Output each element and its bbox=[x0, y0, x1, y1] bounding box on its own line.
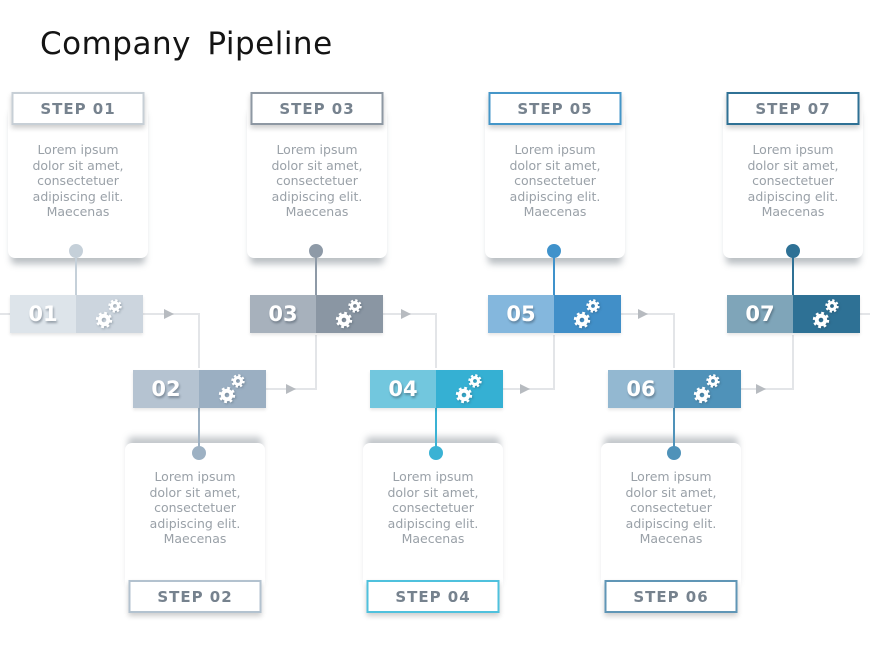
card-connector-04 bbox=[429, 408, 443, 460]
connector-line-03-04 bbox=[383, 313, 437, 368]
pipeline-bar-02: 02 bbox=[133, 370, 266, 408]
pipeline-bar-05: 05 bbox=[488, 295, 621, 333]
gears-icon bbox=[674, 370, 741, 408]
step-05-number: 05 bbox=[488, 295, 554, 333]
step-02-number: 02 bbox=[133, 370, 199, 408]
card-connector-01 bbox=[69, 244, 83, 295]
step-01-description: Lorem ipsum dolor sit amet, consectetuer… bbox=[32, 142, 124, 219]
gears-icon bbox=[793, 295, 860, 333]
gears-icon bbox=[316, 295, 383, 333]
step-01-header: STEP 01 bbox=[11, 92, 145, 125]
card-connector-07 bbox=[786, 244, 800, 295]
step-04-card: Lorem ipsum dolor sit amet, consectetuer… bbox=[363, 443, 503, 613]
step-02-description: Lorem ipsum dolor sit amet, consectetuer… bbox=[149, 469, 241, 546]
step-03-header: STEP 03 bbox=[250, 92, 384, 125]
step-07-number: 07 bbox=[727, 295, 793, 333]
gears-icon bbox=[76, 295, 143, 333]
card-connector-06 bbox=[667, 408, 681, 460]
arrow-right-icon bbox=[164, 309, 174, 319]
card-connector-03 bbox=[309, 244, 323, 295]
arrow-right-icon bbox=[756, 384, 766, 394]
connector-line-02-03 bbox=[266, 335, 317, 390]
step-01-number: 01 bbox=[10, 295, 76, 333]
arrow-right-icon bbox=[401, 309, 411, 319]
step-02-card: Lorem ipsum dolor sit amet, consectetuer… bbox=[125, 443, 265, 613]
card-connector-02 bbox=[192, 408, 206, 460]
step-06-number: 06 bbox=[608, 370, 674, 408]
step-06-description: Lorem ipsum dolor sit amet, consectetuer… bbox=[625, 469, 717, 546]
gears-icon bbox=[436, 370, 503, 408]
arrow-right-icon bbox=[520, 384, 530, 394]
connector-line-06-07 bbox=[741, 335, 794, 390]
step-01-card: STEP 01 Lorem ipsum dolor sit amet, cons… bbox=[8, 92, 148, 258]
step-03-number: 03 bbox=[250, 295, 316, 333]
step-06-card: Lorem ipsum dolor sit amet, consectetuer… bbox=[601, 443, 741, 613]
step-02-header: STEP 02 bbox=[128, 580, 262, 613]
gears-icon bbox=[554, 295, 621, 333]
connector-line-04-05 bbox=[503, 335, 555, 390]
arrow-right-icon bbox=[286, 384, 296, 394]
step-05-description: Lorem ipsum dolor sit amet, consectetuer… bbox=[509, 142, 601, 219]
page-title: Company Pipeline bbox=[40, 26, 333, 62]
connector-line-05-06 bbox=[620, 313, 675, 368]
pipeline-bar-04: 04 bbox=[370, 370, 503, 408]
step-04-description: Lorem ipsum dolor sit amet, consectetuer… bbox=[387, 469, 479, 546]
step-05-header: STEP 05 bbox=[488, 92, 622, 125]
pipeline-bar-03: 03 bbox=[250, 295, 383, 333]
gears-icon bbox=[199, 370, 266, 408]
step-07-header: STEP 07 bbox=[726, 92, 860, 125]
pipeline-bar-06: 06 bbox=[608, 370, 741, 408]
step-03-card: STEP 03 Lorem ipsum dolor sit amet, cons… bbox=[247, 92, 387, 258]
step-07-card: STEP 07 Lorem ipsum dolor sit amet, cons… bbox=[723, 92, 863, 258]
step-06-header: STEP 06 bbox=[604, 580, 738, 613]
card-connector-05 bbox=[547, 244, 561, 295]
pipeline-bar-01: 01 bbox=[10, 295, 143, 333]
pipeline-bar-07: 07 bbox=[727, 295, 860, 333]
step-05-card: STEP 05 Lorem ipsum dolor sit amet, cons… bbox=[485, 92, 625, 258]
step-03-description: Lorem ipsum dolor sit amet, consectetuer… bbox=[271, 142, 363, 219]
step-04-number: 04 bbox=[370, 370, 436, 408]
arrow-right-icon bbox=[638, 309, 648, 319]
connector-line-01-02 bbox=[143, 313, 200, 368]
step-04-header: STEP 04 bbox=[366, 580, 500, 613]
step-07-description: Lorem ipsum dolor sit amet, consectetuer… bbox=[747, 142, 839, 219]
